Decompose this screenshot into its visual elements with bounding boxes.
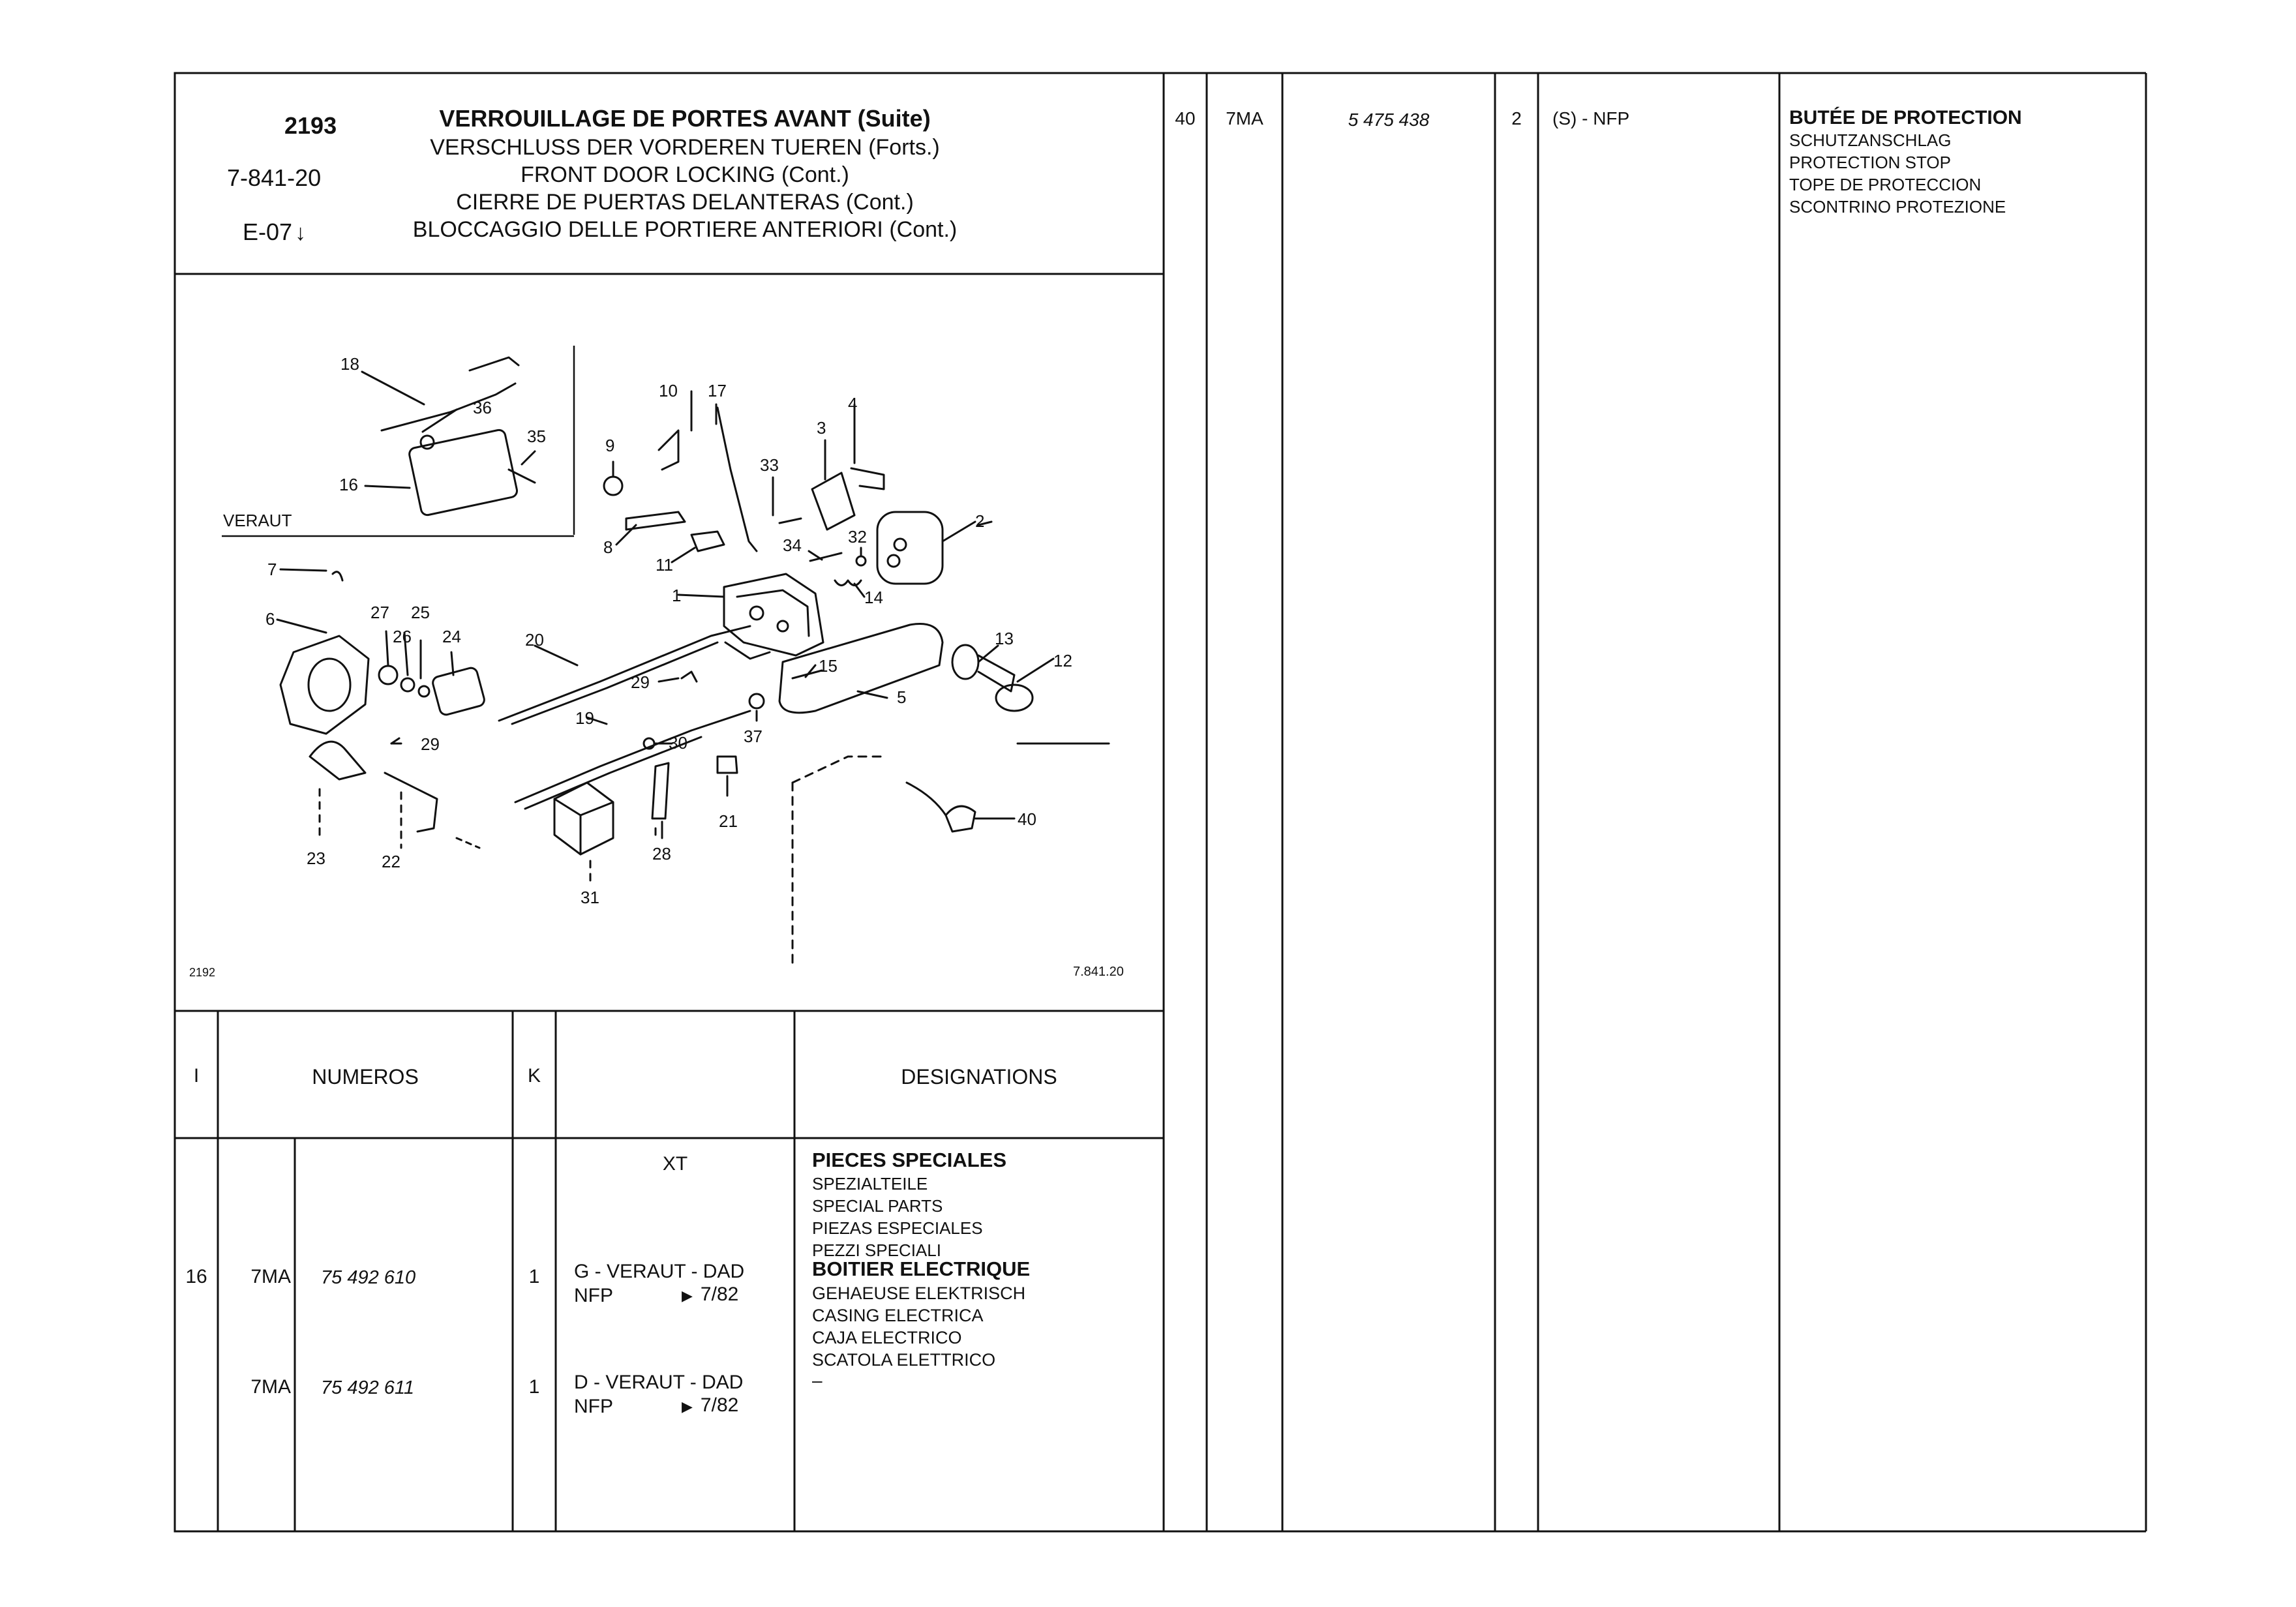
row1-date-label: 7/82 <box>700 1284 739 1305</box>
row1-date: ▶ 7/82 <box>682 1285 738 1304</box>
callout-35: 35 <box>527 427 546 446</box>
callout-23: 23 <box>307 849 325 868</box>
callout-17: 17 <box>708 381 727 400</box>
title-de: VERSCHLUSS DER VORDEREN TUEREN (Forts.) <box>430 135 940 160</box>
row1-application: G - VERAUT - DAD <box>574 1261 745 1282</box>
callout-36: 36 <box>473 398 492 417</box>
callout-31: 31 <box>581 888 599 907</box>
callout-14: 14 <box>864 588 883 607</box>
row1-qty: 1 <box>528 1266 540 1287</box>
callout-12: 12 <box>1053 651 1072 670</box>
callout-33: 33 <box>760 455 779 475</box>
arrow-down-icon: ↓ <box>295 220 307 245</box>
title-it: BLOCCAGGIO DELLE PORTIERE ANTERIORI (Con… <box>412 217 958 242</box>
row2-qty: 1 <box>528 1376 540 1398</box>
row1-note: NFP <box>574 1285 613 1306</box>
callout-29b: 29 <box>421 734 440 754</box>
callout-37: 37 <box>744 727 763 746</box>
row2-application: D - VERAUT - DAD <box>574 1372 744 1393</box>
right-translation-es: TOPE DE PROTECCION <box>1789 175 1982 194</box>
callout-2: 2 <box>975 511 984 531</box>
callout-24: 24 <box>442 627 461 646</box>
callout-22: 22 <box>382 852 400 871</box>
row1-index: 16 <box>185 1266 207 1287</box>
model-code: XT <box>662 1153 688 1175</box>
play-icon: ▶ <box>682 1398 693 1415</box>
callout-11: 11 <box>656 555 673 575</box>
row2-part-number: 75 492 611 <box>321 1377 414 1398</box>
right-translation-en: PROTECTION STOP <box>1789 153 1951 172</box>
edition-label: E-07 <box>243 218 293 245</box>
section-translation-en: SPECIAL PARTS <box>812 1196 943 1216</box>
col-designations-header: DESIGNATIONS <box>901 1065 1057 1089</box>
callout-18: 18 <box>340 354 359 374</box>
page-number: 2193 <box>284 112 337 139</box>
section-translation-de: SPEZIALTEILE <box>812 1174 928 1194</box>
row2-note: NFP <box>574 1396 613 1417</box>
callout-29a: 29 <box>631 672 650 692</box>
row2-designation: – <box>812 1370 823 1390</box>
section-translation-es: PIEZAS ESPECIALES <box>812 1218 983 1238</box>
row1-designation: BOITIER ELECTRIQUE <box>812 1257 1031 1280</box>
callout-7: 7 <box>267 560 277 579</box>
row2-prefix: 7MA <box>250 1376 291 1398</box>
right-qty: 2 <box>1511 108 1522 128</box>
row1-translation-it: SCATOLA ELETTRICO <box>812 1350 996 1370</box>
col-index-header: I <box>193 1065 200 1087</box>
right-index: 40 <box>1175 108 1196 128</box>
right-application: (S) - NFP <box>1552 108 1630 128</box>
section-translation-it: PEZZI SPECIALI <box>812 1240 941 1260</box>
callout-13: 13 <box>995 629 1014 648</box>
right-prefix: 7MA <box>1226 108 1263 128</box>
row1-translation-en: CASING ELECTRICA <box>812 1306 984 1325</box>
row1-prefix: 7MA <box>250 1266 291 1287</box>
callout-20: 20 <box>525 630 544 650</box>
diagram-ref-left: 2192 <box>189 966 216 979</box>
callout-6: 6 <box>265 609 275 629</box>
play-icon: ▶ <box>682 1287 693 1304</box>
callout-26: 26 <box>393 627 412 646</box>
title-en: FRONT DOOR LOCKING (Cont.) <box>521 162 849 187</box>
callout-10: 10 <box>659 381 678 400</box>
callout-21: 21 <box>719 811 738 831</box>
callout-16: 16 <box>339 475 358 494</box>
title-es: CIERRE DE PUERTAS DELANTERAS (Cont.) <box>456 190 914 215</box>
callout-19: 19 <box>575 708 594 728</box>
callout-28: 28 <box>652 844 671 864</box>
row2-date: ▶ 7/82 <box>682 1396 738 1415</box>
callout-8: 8 <box>603 537 612 557</box>
right-translation-it: SCONTRINO PROTEZIONE <box>1789 197 2006 217</box>
right-designation: BUTÉE DE PROTECTION <box>1789 107 2022 128</box>
callout-1: 1 <box>672 586 681 605</box>
row1-part-number: 75 492 610 <box>321 1267 416 1288</box>
callout-27: 27 <box>370 603 389 622</box>
callout-4: 4 <box>848 394 857 413</box>
callout-40: 40 <box>1018 809 1036 829</box>
edition-code: E-07↓ <box>243 218 307 245</box>
callout-34: 34 <box>783 535 802 555</box>
inset-label: VERAUT <box>223 511 292 530</box>
callout-30: 30 <box>669 733 687 753</box>
callout-5: 5 <box>897 687 906 707</box>
callout-25: 25 <box>411 603 430 622</box>
callout-15: 15 <box>819 656 838 676</box>
row2-date-label: 7/82 <box>700 1394 739 1416</box>
diagram-ref-right: 7.841.20 <box>1073 965 1124 979</box>
callout-9: 9 <box>605 436 614 455</box>
callout-32: 32 <box>848 527 867 547</box>
right-translation-de: SCHUTZANSCHLAG <box>1789 130 1952 150</box>
col-numeros-header: NUMEROS <box>312 1065 419 1089</box>
callout-3: 3 <box>817 418 826 438</box>
title-fr: VERROUILLAGE DE PORTES AVANT (Suite) <box>439 105 931 132</box>
section-code: 7-841-20 <box>227 164 322 191</box>
row1-translation-es: CAJA ELECTRICO <box>812 1328 962 1347</box>
section-title: PIECES SPECIALES <box>812 1149 1007 1171</box>
right-part-number: 5 475 438 <box>1348 110 1430 130</box>
row1-translation-de: GEHAEUSE ELEKTRISCH <box>812 1284 1026 1303</box>
col-k-header: K <box>527 1065 541 1087</box>
